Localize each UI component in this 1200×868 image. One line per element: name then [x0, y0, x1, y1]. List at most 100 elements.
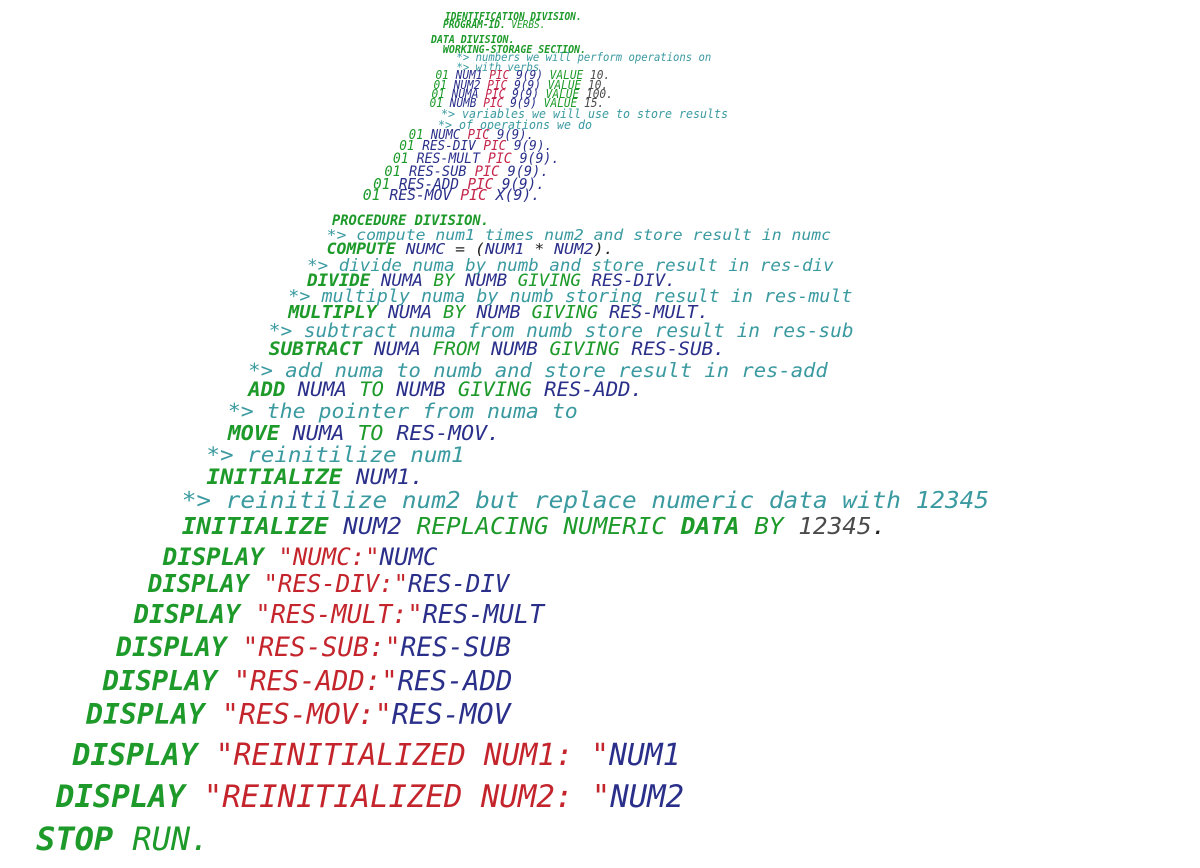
code-line: DISPLAY "RES-DIV:"RES-DIV: [90, 571, 509, 597]
code-token: NUMC: [379, 543, 438, 571]
code-token: PIC: [487, 151, 520, 167]
code-token: 9(9).: [513, 138, 553, 154]
code-token: 01: [356, 175, 399, 193]
code-token: TO: [357, 421, 397, 445]
code-token: PIC: [483, 96, 511, 110]
code-token: PIC: [485, 87, 513, 101]
code-token: 01: [420, 78, 454, 92]
code-token: 9(9).: [519, 151, 560, 167]
code-token: NUM1: [608, 738, 681, 773]
code-line: 01 RES-DIV PIC 9(9).: [384, 138, 553, 154]
code-token: DATA: [680, 514, 755, 540]
code-token: GIVING: [549, 339, 632, 360]
code-token: 01: [394, 128, 431, 143]
code-token: NUMA: [297, 378, 360, 401]
code-line: INITIALIZE NUM1.: [152, 465, 424, 490]
code-token: *> divide numa by numb and store result …: [265, 256, 834, 275]
code-token: "REINITIALIZED NUM1: ": [215, 738, 609, 773]
code-token: RES-SUB: [409, 164, 475, 180]
code-token: *> subtract numa from numb store result …: [222, 321, 854, 342]
code-token: DISPLAY: [73, 600, 256, 630]
code-token: BY: [754, 514, 799, 540]
code-token: RES-MOV: [391, 698, 511, 731]
code-line: 01 NUMA PIC 9(9) VALUE 100.: [418, 87, 612, 101]
code-token: *> compute num1 times num2 and store res…: [287, 226, 832, 244]
code-token: RES-MULT: [422, 600, 545, 630]
code-token: DISPLAY: [53, 632, 243, 663]
code-token: NUMA: [387, 303, 444, 323]
code-line: *> variables we will use to store result…: [413, 107, 728, 121]
code-token: NUMC: [405, 240, 456, 258]
code-token: PIC: [487, 78, 515, 92]
code-token: 9(9): [512, 87, 546, 101]
code-token: GIVING: [457, 378, 545, 401]
code-token: NUMA: [451, 87, 486, 101]
code-token: .: [871, 514, 887, 540]
code-line: 01 NUM1 PIC 9(9) VALUE 10.: [422, 69, 610, 81]
code-token: RES-MOV.: [396, 421, 501, 445]
code-token: RES-ADD: [397, 665, 513, 697]
code-token: VALUE: [549, 68, 590, 82]
code-token: 9(9).: [507, 164, 549, 180]
code-token: 01: [377, 151, 417, 167]
code-token: NUM1.: [355, 465, 424, 490]
code-token: SUBTRACT: [222, 339, 375, 360]
code-token: RES-MULT.: [609, 303, 709, 323]
code-token: FROM: [432, 339, 492, 360]
code-line: DISPLAY "RES-SUB:"RES-SUB: [53, 632, 512, 663]
code-line: *> add numa to numb and store result in …: [199, 361, 827, 381]
code-token: NUMB: [491, 339, 550, 360]
code-token: DIVIDE: [265, 271, 381, 290]
code-token: RES-DIV: [422, 138, 484, 154]
code-token: "RES-MULT:": [255, 600, 423, 630]
code-token: PIC: [467, 175, 502, 193]
code-line: 01 RES-MOV PIC X(9).: [345, 186, 541, 204]
code-token: "RES-ADD:": [233, 665, 398, 697]
code-token: NUMA: [374, 339, 433, 360]
code-token: NUMB: [465, 271, 518, 290]
code-token: ADD: [199, 378, 298, 401]
code-line: *> divide numa by numb and store result …: [265, 256, 834, 275]
code-line: PROCEDURE DIVISION.: [332, 214, 489, 228]
code-token: RES-DIV.: [591, 271, 676, 290]
code-token: *: [534, 240, 555, 258]
code-token: GIVING: [531, 303, 610, 323]
code-line: SUBTRACT NUMA FROM NUMB GIVING RES-SUB.: [222, 339, 725, 360]
code-token: IDENTIFICATION DIVISION.: [445, 11, 582, 23]
code-token: DISPLAY: [1, 738, 216, 773]
code-token: PROGRAM-ID.: [443, 19, 506, 31]
code-token: *> reinitilize num1: [152, 443, 465, 468]
code-token: X(9).: [495, 186, 541, 204]
code-token: NUM1: [484, 240, 535, 258]
code-token: REPLACING NUMERIC: [416, 514, 681, 540]
code-token: RES-SUB.: [631, 339, 725, 360]
code-token: NUMB: [449, 96, 484, 110]
code-token: RES-MULT: [416, 151, 488, 167]
code-token: *> multiply numa by numb storing result …: [244, 287, 853, 307]
code-token: 9(9): [516, 68, 550, 82]
code-token: VALUE: [543, 96, 584, 110]
code-line: WORKING-STORAGE SECTION.: [431, 44, 586, 55]
code-token: VALUE: [545, 87, 586, 101]
code-token: NUMA: [380, 271, 434, 290]
code-token: *> the pointer from numa to: [176, 399, 578, 423]
code-line: 01 RES-MULT PIC 9(9).: [377, 152, 559, 166]
code-token: RES-SUB: [400, 632, 512, 663]
code-line: DISPLAY "RES-ADD:"RES-ADD: [37, 665, 513, 697]
code-line: DISPLAY "RES-MOV:"RES-MOV: [18, 698, 511, 731]
code-line: INITIALIZE NUM2 REPLACING NUMERIC DATA B…: [123, 514, 887, 540]
code-line: DISPLAY "REINITIALIZED NUM1: "NUM1: [1, 738, 681, 773]
code-line: DATA DIVISION.: [431, 34, 514, 45]
code-token: "REINITIALIZED NUM2: ": [203, 779, 611, 815]
code-token: *> reinitilize num2 but replace numeric …: [123, 488, 990, 514]
code-line: DIVIDE NUMA BY NUMB GIVING RES-DIV.: [265, 271, 676, 290]
code-line: 01 RES-ADD PIC 9(9).: [356, 177, 545, 192]
code-token: PIC: [460, 186, 496, 204]
code-token: = (: [455, 240, 485, 258]
code-token: 9(9): [510, 96, 544, 110]
code-token: NUMA: [292, 421, 358, 445]
code-line: *> of operations we do: [410, 118, 592, 132]
code-token: *> with verbs: [431, 60, 540, 74]
code-token: NUMB: [476, 303, 532, 323]
